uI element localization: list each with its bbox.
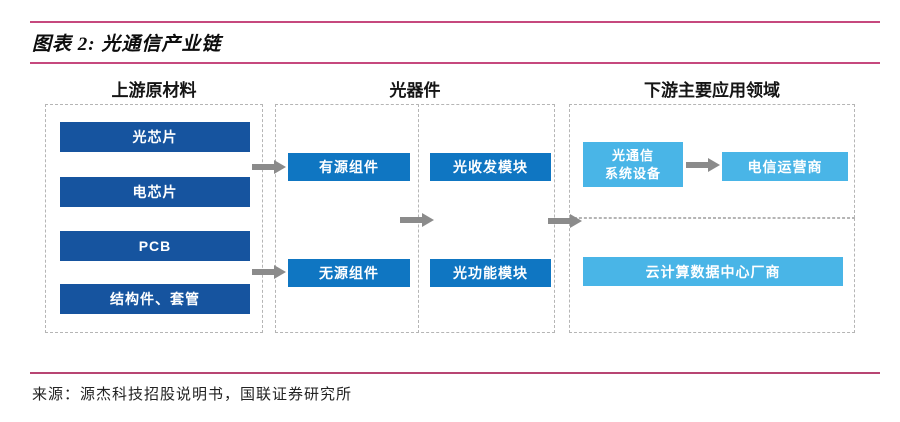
source-divider [30, 372, 880, 374]
node-function-module: 光功能模块 [430, 259, 551, 287]
upstream-header: 上游原材料 [111, 81, 197, 100]
node-electric-chip: 电芯片 [60, 177, 250, 207]
downstream-header: 下游主要应用领域 [644, 81, 780, 100]
node-optical-chip: 光芯片 [60, 122, 250, 152]
node-transceiver-module: 光收发模块 [430, 153, 551, 181]
arrow-right-icon [252, 160, 286, 174]
downstream-telecom-zone [569, 104, 855, 218]
node-passive-components: 无源组件 [288, 259, 410, 287]
title-divider [30, 62, 880, 64]
node-system-equipment: 光通信 系统设备 [583, 142, 683, 187]
node-telecom-operators: 电信运营商 [722, 152, 848, 181]
midstream-header: 光器件 [389, 81, 441, 100]
system-equipment-line2: 系统设备 [604, 165, 661, 181]
figure-title: 图表 2: 光通信产业链 [32, 34, 222, 55]
source-note: 来源：源杰科技招股说明书，国联证券研究所 [32, 387, 353, 403]
arrow-right-icon [400, 213, 434, 227]
node-cloud-datacenter: 云计算数据中心厂商 [583, 257, 843, 286]
arrow-right-icon [686, 158, 720, 172]
arrow-right-icon [548, 214, 582, 228]
node-pcb: PCB [60, 231, 250, 261]
system-equipment-line1: 光通信 [611, 147, 654, 163]
arrow-right-icon [252, 265, 286, 279]
node-active-components: 有源组件 [288, 153, 410, 181]
top-divider [30, 21, 880, 23]
upstream-zone [45, 104, 263, 333]
node-structural-parts: 结构件、套管 [60, 284, 250, 314]
downstream-cloud-zone [569, 218, 855, 333]
